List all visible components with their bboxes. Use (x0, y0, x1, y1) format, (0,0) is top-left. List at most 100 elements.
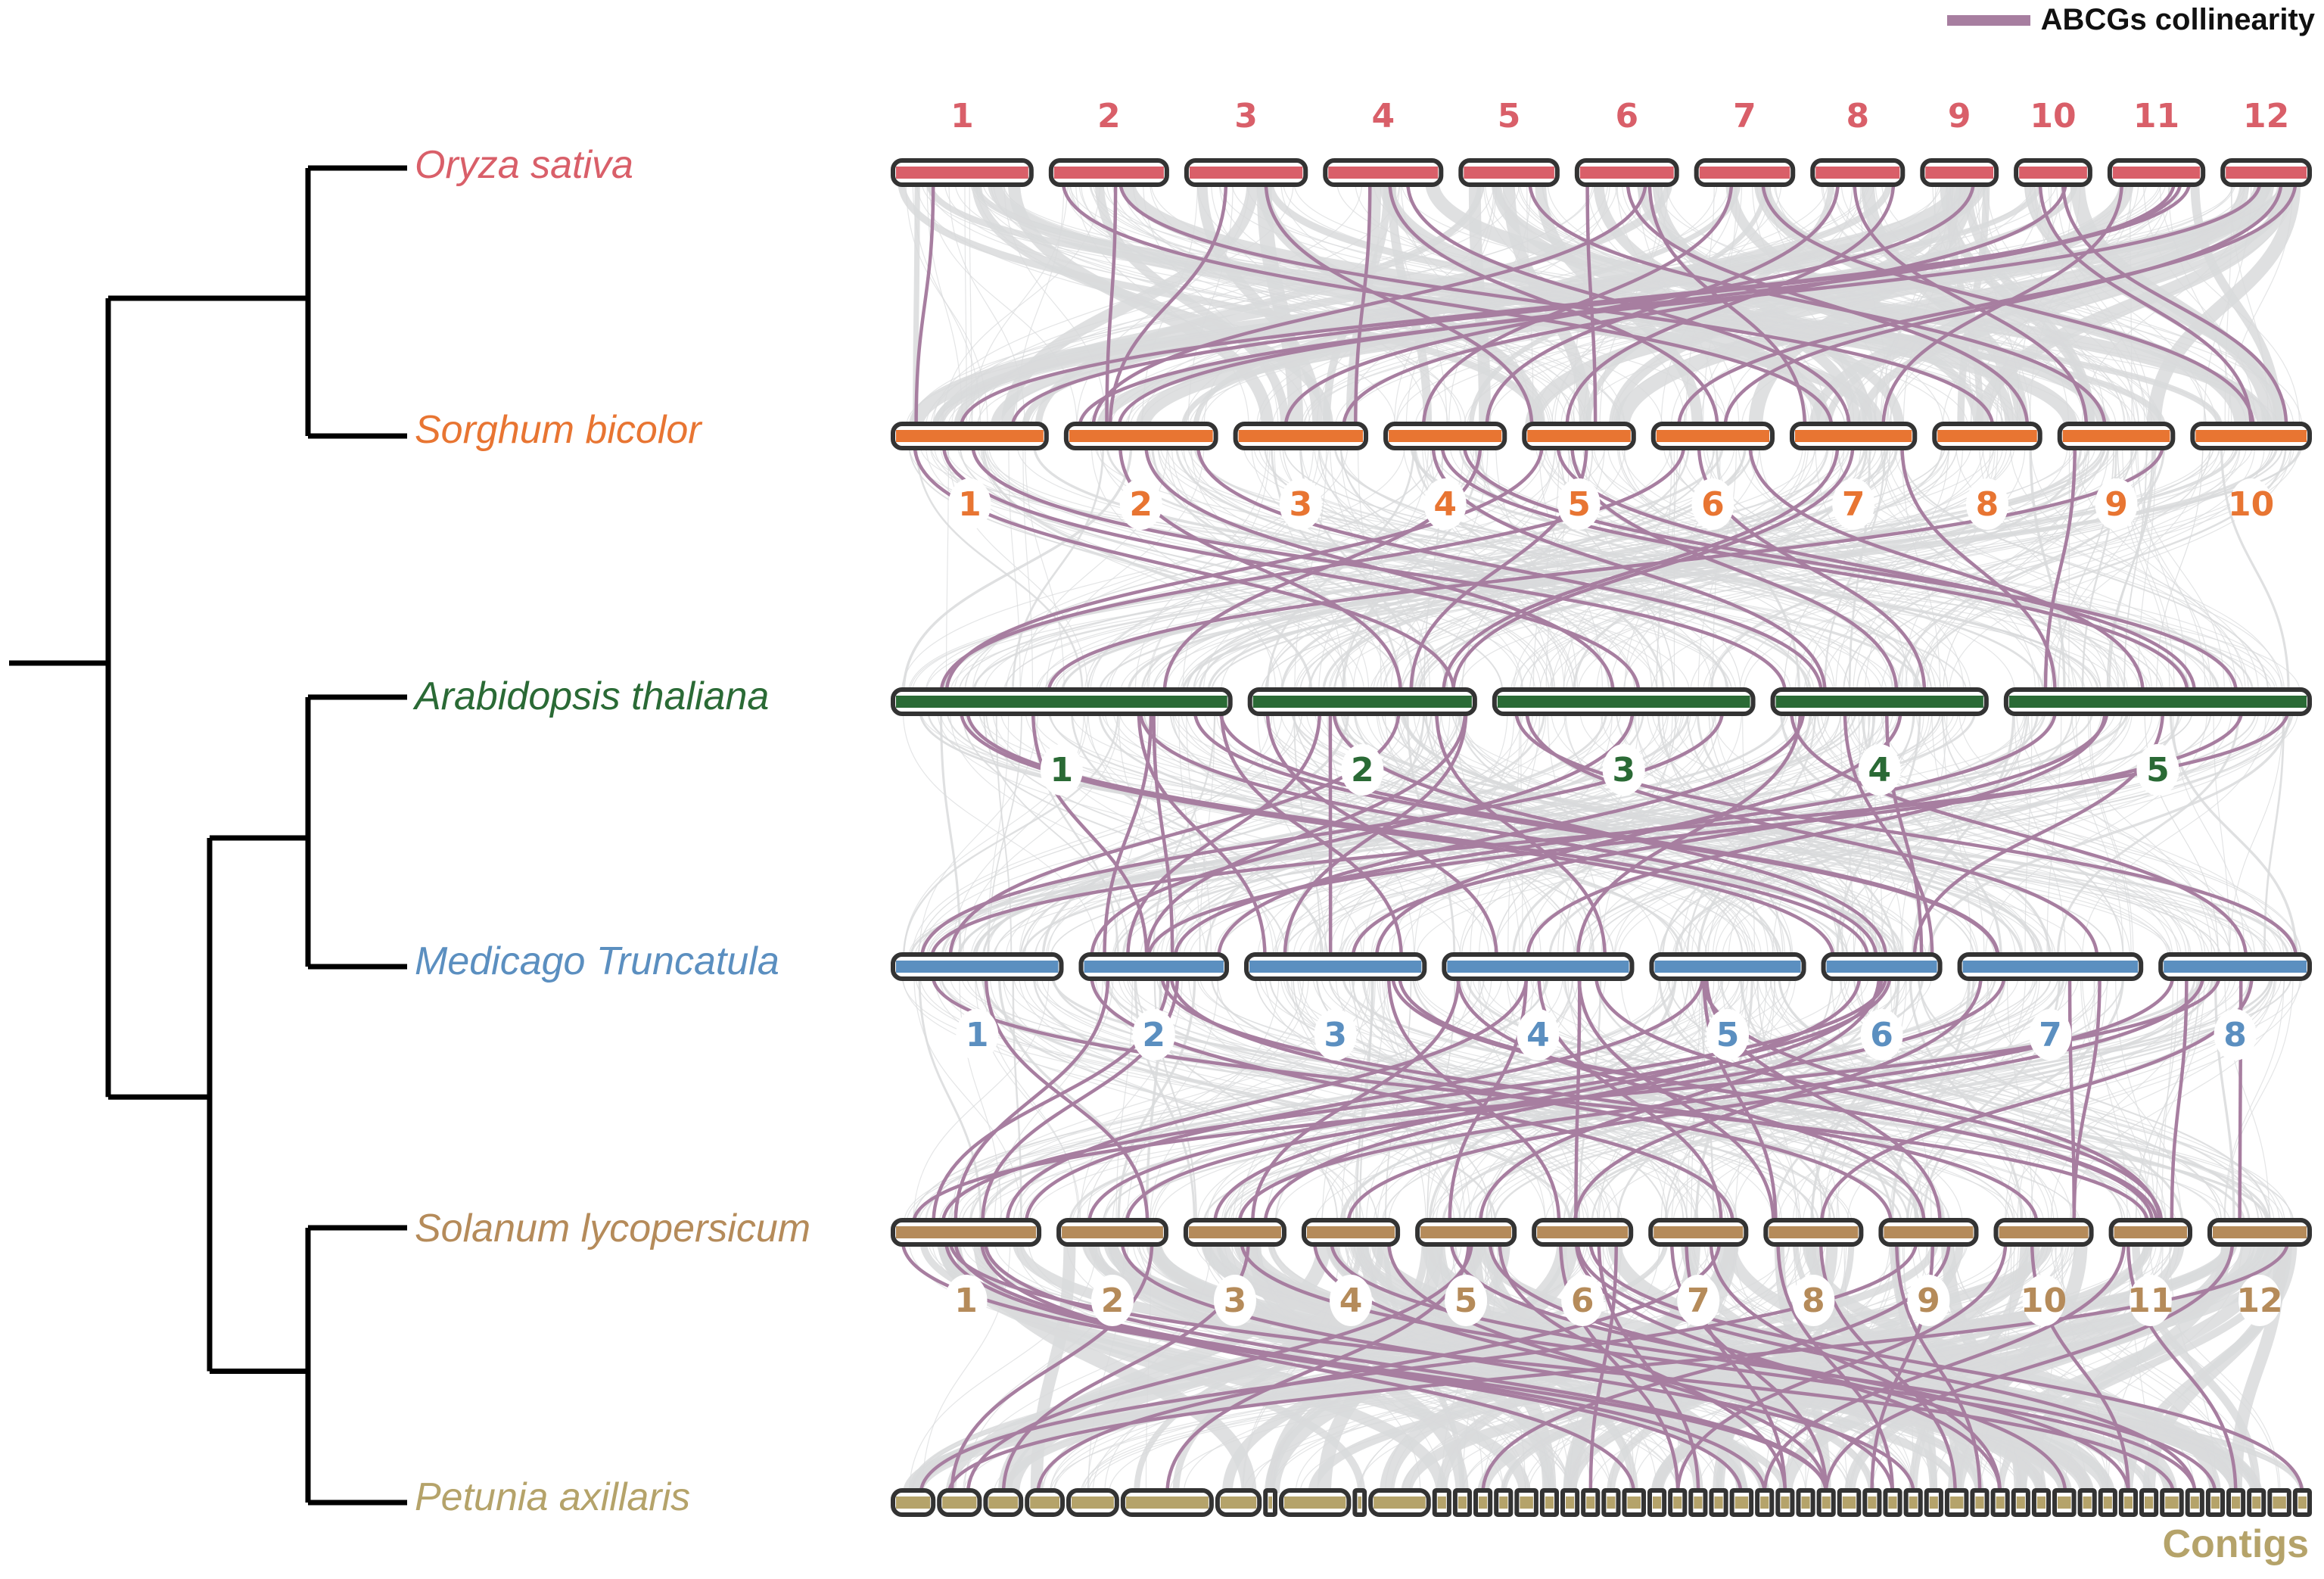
chromosome-label: 12 (2243, 97, 2289, 135)
chromosome-1 (891, 1218, 1042, 1247)
background-link (988, 444, 1733, 693)
chromosome-label: 7 (2039, 1016, 2062, 1054)
background-link (1186, 710, 1212, 958)
contig (1924, 1488, 1943, 1517)
contig (2139, 1488, 2159, 1517)
contig (891, 1488, 936, 1517)
background-link (1293, 181, 2274, 428)
background-link (1016, 1241, 1504, 1494)
background-link (1352, 975, 1426, 1224)
chromosome-1 (891, 687, 1233, 716)
contig (1775, 1488, 1795, 1517)
contig (1837, 1488, 1862, 1517)
background-link (1394, 181, 1448, 428)
chromosome-label: 11 (2133, 97, 2179, 135)
abcg-link (959, 710, 1835, 958)
contig (2031, 1488, 2052, 1517)
contig (1862, 1488, 1882, 1517)
background-link (1986, 975, 2167, 1224)
background-link (1157, 444, 1887, 693)
chromosome-label-bg (1119, 478, 1162, 530)
abcg-link (1005, 975, 1529, 1224)
background-link (2005, 975, 2095, 1224)
chromosome-label-bg (1860, 1009, 1903, 1060)
contig (1432, 1488, 1451, 1517)
abcg-link (1138, 710, 1878, 958)
background-link (1038, 444, 1884, 693)
abcg-link (1498, 1241, 1787, 1494)
abcg-link (1435, 710, 1607, 958)
chromosome-label: 3 (1612, 751, 1635, 790)
background-link (1880, 444, 2036, 693)
background-link (1460, 710, 1977, 958)
background-link (1093, 181, 1846, 428)
background-link (1815, 444, 1908, 693)
chromosome-3 (1183, 1218, 1286, 1247)
species-label-arabidopsis: Arabidopsis thaliana (415, 674, 770, 718)
background-link (1613, 181, 2171, 428)
background-link (1985, 710, 2208, 958)
abcg-link (1449, 1241, 2130, 1494)
background-link (1035, 444, 2119, 693)
background-link (1024, 710, 1408, 958)
chromosome-label: 1 (954, 1282, 978, 1320)
chromosome-label-bg (1213, 1275, 1256, 1326)
background-link (901, 444, 1406, 693)
background-link (1314, 975, 2271, 1224)
chromosome-label-bg (1557, 478, 1601, 530)
chromosome-5 (2003, 687, 2313, 716)
background-link (2137, 444, 2157, 693)
background-link (2046, 710, 2062, 958)
background-link (924, 975, 1538, 1224)
background-link (1614, 181, 2002, 428)
chromosome-label: 7 (1733, 97, 1756, 135)
background-link (1889, 975, 1989, 1224)
abcg-link (1588, 1241, 1618, 1494)
chromosome-8 (2158, 952, 2313, 981)
chromosome-label: 4 (1433, 485, 1457, 524)
chromosome-6 (1532, 1218, 1634, 1247)
chromosome-label: 1 (966, 1016, 989, 1054)
chromosome-label: 3 (1234, 97, 1258, 135)
background-link (1893, 444, 2285, 693)
background-link (1585, 1241, 2236, 1494)
background-link (957, 444, 1882, 693)
background-link (1098, 181, 1828, 428)
contig (2185, 1488, 2204, 1517)
contig (2118, 1488, 2139, 1517)
abcg-link (1789, 710, 2248, 958)
background-link (1314, 444, 1636, 693)
background-link (1795, 710, 1878, 958)
background-link (1352, 444, 1556, 693)
chromosome-label-bg (2136, 744, 2179, 796)
chromosome-4 (1301, 1218, 1401, 1247)
background-link (1181, 710, 1778, 958)
abcg-link (966, 710, 1870, 958)
abcg-link (1526, 710, 2107, 958)
background-link (1210, 975, 1815, 1224)
background-link (2224, 975, 2294, 1224)
chromosome-label: 5 (2146, 751, 2170, 790)
background-link (1526, 181, 1534, 428)
background-link (1436, 975, 1790, 1224)
abcg-link (950, 1241, 1154, 1494)
chromosome-label-bg (1314, 1009, 1357, 1060)
background-link (908, 1241, 1669, 1494)
background-link (1340, 444, 1576, 693)
contig (1452, 1488, 1473, 1517)
background-link (1881, 181, 2288, 428)
abcg-link (1626, 181, 2030, 428)
chromosome-label-bg (1091, 1275, 1134, 1326)
background-link (1276, 710, 1842, 958)
background-link (1150, 975, 1280, 1224)
contig (1066, 1488, 1119, 1517)
abcg-link (1351, 710, 2109, 958)
background-link (1590, 1241, 2266, 1494)
background-link (1613, 710, 1933, 958)
chromosome-label: 9 (1948, 97, 1971, 135)
chromosome-7 (1694, 158, 1796, 187)
contig (1352, 1488, 1367, 1517)
contig (2077, 1488, 2097, 1517)
background-link (1413, 710, 1751, 958)
